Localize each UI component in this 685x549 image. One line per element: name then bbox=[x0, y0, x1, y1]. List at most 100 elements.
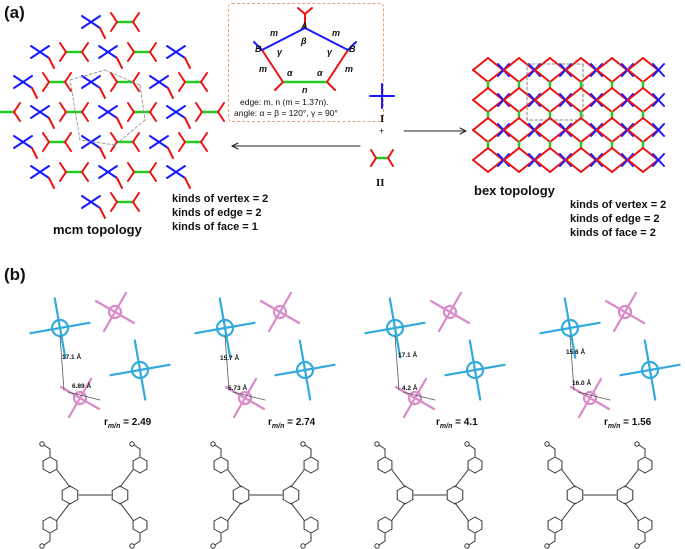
guide-dash bbox=[104, 69, 141, 86]
pink-arm bbox=[448, 291, 463, 314]
ring-bond bbox=[547, 516, 556, 522]
blue-vertex bbox=[81, 15, 101, 29]
vertex-B-left-label: B bbox=[255, 44, 262, 54]
red-edge bbox=[565, 129, 582, 143]
ring-bond bbox=[290, 499, 300, 505]
ring-bond bbox=[446, 499, 456, 505]
red-edge bbox=[565, 87, 582, 101]
aryl-bond bbox=[624, 469, 639, 488]
ring-bond bbox=[310, 528, 319, 534]
vertex-A-label: A bbox=[301, 21, 308, 31]
ring-bond bbox=[119, 499, 129, 505]
pink-core-ring bbox=[107, 304, 123, 320]
red-edge bbox=[42, 132, 50, 143]
cyan-arm bbox=[539, 326, 572, 335]
blue-vertex bbox=[652, 153, 665, 167]
arrow-head bbox=[231, 142, 239, 147]
edge-n-label: n bbox=[302, 85, 308, 95]
ring-bond bbox=[220, 516, 229, 522]
red-edge bbox=[127, 42, 135, 53]
red-edge bbox=[534, 129, 551, 143]
red-edge bbox=[200, 81, 208, 92]
red-edge bbox=[184, 177, 191, 189]
inset-blue bbox=[304, 27, 349, 51]
ring-bond bbox=[139, 516, 148, 522]
ring-bond bbox=[547, 468, 556, 474]
aryl-bond bbox=[119, 469, 134, 488]
red-edge bbox=[472, 147, 489, 161]
s4-short-distance: 16.0 Å bbox=[572, 380, 592, 387]
red-edge bbox=[472, 57, 489, 71]
ring-bond bbox=[69, 485, 79, 491]
ring-bond bbox=[377, 528, 386, 534]
ring-bond bbox=[303, 528, 312, 534]
ring-bond bbox=[467, 528, 476, 534]
angle-gamma-right-label: γ bbox=[327, 47, 333, 57]
s2-short-distance: 5.73 Å bbox=[228, 385, 248, 392]
pink-arm bbox=[113, 310, 136, 325]
cho-bond bbox=[378, 540, 386, 546]
cyan-arm bbox=[619, 368, 652, 377]
red-edge bbox=[81, 171, 89, 182]
red-edge bbox=[31, 87, 38, 99]
cyan-arm bbox=[364, 326, 397, 335]
red-edge bbox=[178, 72, 186, 83]
red-edge bbox=[596, 129, 613, 143]
red-edge bbox=[200, 72, 208, 83]
pink-arm bbox=[623, 310, 646, 325]
pink-arm bbox=[588, 377, 603, 400]
monomer-II-red bbox=[370, 149, 377, 159]
cyan-arm bbox=[53, 297, 62, 330]
ring-bond bbox=[139, 528, 148, 534]
ring-bond bbox=[644, 456, 653, 462]
oxygen-atom bbox=[464, 441, 470, 447]
ring-bond bbox=[220, 528, 229, 534]
oxygen-atom bbox=[634, 543, 640, 549]
pink-arm bbox=[243, 396, 266, 411]
ring-bond bbox=[554, 456, 563, 462]
red-edge bbox=[472, 129, 489, 143]
ring-bond bbox=[574, 485, 584, 491]
red-edge bbox=[132, 12, 140, 23]
red-edge bbox=[167, 147, 174, 159]
ring-bond bbox=[49, 456, 58, 462]
pink-arm bbox=[612, 310, 627, 333]
red-edge bbox=[116, 177, 123, 189]
bex-stat-edge: kinds of edge = 2 bbox=[570, 213, 660, 225]
aryl-bond bbox=[391, 502, 406, 521]
pink-core-ring bbox=[442, 304, 458, 320]
cyan-arm bbox=[194, 326, 227, 335]
plus-sign: + bbox=[379, 126, 385, 136]
red-edge bbox=[127, 51, 135, 62]
ring-bond bbox=[61, 485, 71, 491]
red-edge bbox=[200, 141, 208, 152]
cho-bond bbox=[548, 540, 556, 546]
long-distance-line bbox=[394, 335, 400, 391]
red-edge bbox=[42, 141, 50, 152]
monomer-II-red bbox=[387, 149, 394, 159]
ring-bond bbox=[42, 528, 51, 534]
red-edge bbox=[42, 72, 50, 83]
red-edge bbox=[627, 69, 644, 83]
red-edge bbox=[195, 111, 203, 122]
cyan-arm bbox=[133, 339, 142, 372]
s4-long-distance: 15.6 Å bbox=[566, 349, 586, 356]
cyan-arm bbox=[568, 321, 601, 330]
cyan-arm bbox=[223, 326, 232, 359]
ring-bond bbox=[49, 528, 58, 534]
red-edge bbox=[503, 99, 520, 113]
red-edge bbox=[627, 99, 644, 113]
aryl-bond bbox=[56, 469, 71, 488]
oxygen-atom bbox=[374, 543, 380, 549]
ring-bond bbox=[474, 528, 483, 534]
ring-bond bbox=[474, 468, 483, 474]
cyan-arm bbox=[444, 368, 477, 377]
red-edge bbox=[99, 87, 106, 99]
cyan-arm bbox=[223, 321, 256, 330]
cyan-arm bbox=[138, 363, 171, 372]
